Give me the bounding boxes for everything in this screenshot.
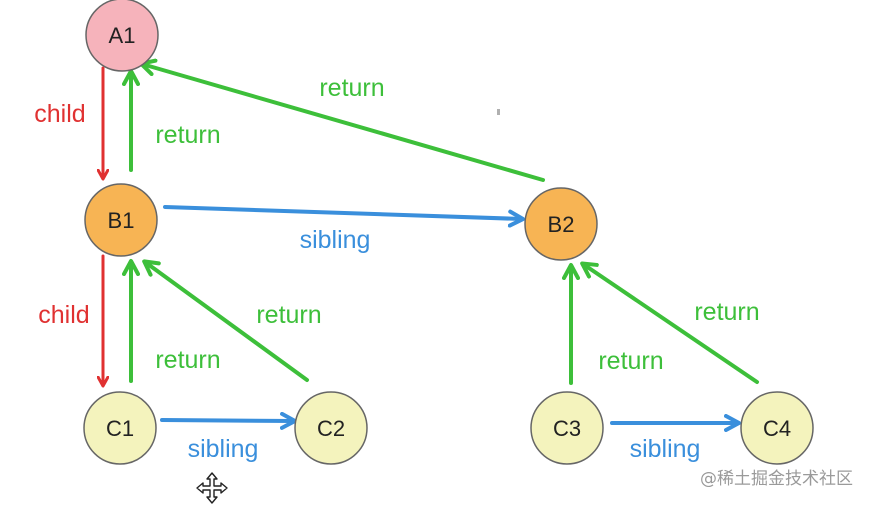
edge-sibling-b1-to-b2 [163, 205, 525, 228]
edge-sibling-c1-to-c2 [160, 411, 297, 430]
edge-label-sibling-c3-to-c4: sibling [630, 435, 701, 463]
node-circle-c2 [294, 391, 368, 465]
node-circle-c3 [530, 391, 604, 465]
node-a1: A1 [85, 0, 159, 72]
node-circle-b2 [524, 187, 598, 261]
node-label-a1: A1 [109, 23, 136, 48]
node-label-c4: C4 [763, 416, 791, 441]
node-circle-c4 [740, 391, 814, 465]
node-label-b1: B1 [108, 208, 135, 233]
edge-label-return-c3-to-b2: return [598, 347, 663, 375]
node-label-c1: C1 [106, 416, 134, 441]
node-b2: B2 [524, 187, 598, 261]
move-cursor-icon [196, 472, 228, 504]
node-c2: C2 [294, 391, 368, 465]
node-label-c2: C2 [317, 416, 345, 441]
node-c3: C3 [530, 391, 604, 465]
edge-label-return-b2-to-a1: return [319, 74, 384, 102]
edge-return-c4-to-b2 [580, 261, 759, 384]
edge-return-c2-to-b1 [142, 259, 309, 382]
node-circle-c1 [83, 391, 157, 465]
node-c1: C1 [83, 391, 157, 465]
node-b1: B1 [84, 183, 158, 257]
node-c4: C4 [740, 391, 814, 465]
edge-label-return-c2-to-b1: return [256, 301, 321, 329]
node-circle-b1 [84, 183, 158, 257]
node-label-c3: C3 [553, 416, 581, 441]
edge-label-child-b1-to-c1: child [38, 301, 89, 329]
edge-label-sibling-c1-to-c2: sibling [188, 435, 259, 463]
edge-label-child-a1-to-b1: child [34, 100, 85, 128]
node-label-b2: B2 [548, 212, 575, 237]
edge-label-return-b1-to-a1: return [155, 121, 220, 149]
stray-mark [497, 109, 500, 115]
node-circle-a1 [85, 0, 159, 72]
watermark-text: @稀土掘金技术社区 [700, 469, 853, 489]
edge-return-b2-to-a1 [139, 58, 545, 182]
edge-label-return-c4-to-b2: return [694, 298, 759, 326]
edge-label-sibling-b1-to-b2: sibling [300, 226, 371, 254]
edge-label-return-c1-to-b1: return [155, 346, 220, 374]
